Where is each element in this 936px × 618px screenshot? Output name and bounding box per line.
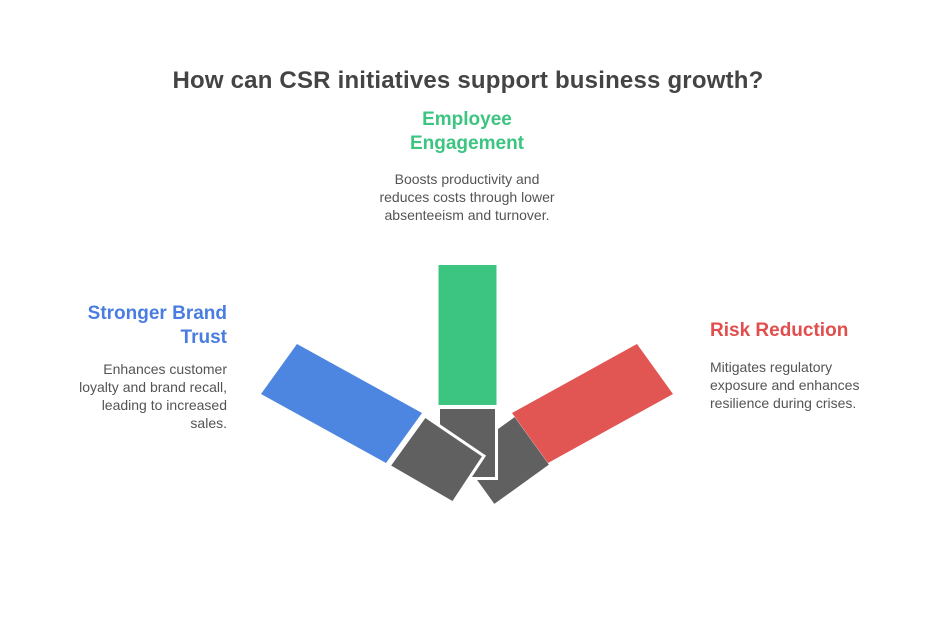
risk-reduction-heading: Risk Reduction <box>710 320 849 341</box>
risk-reduction-description: Mitigates regulatory exposure and enhanc… <box>710 359 860 411</box>
brand-trust-bar-shape <box>261 344 422 463</box>
section-risk-reduction: Risk Reduction Mitigates regulatory expo… <box>710 319 930 412</box>
employee-engagement-description: Boosts productivity and reduces costs th… <box>379 171 555 223</box>
page-title: How can CSR initiatives support business… <box>172 67 764 95</box>
employee-engagement-heading: Employee Engagement <box>409 109 525 154</box>
employee-engagement-bar-gray-segment <box>437 406 498 480</box>
section-stronger-brand-trust: Stronger Brand Trust Enhances customer l… <box>27 302 227 432</box>
brand-trust-bar-gray-segment <box>386 413 487 506</box>
employee-engagement-bar-shape <box>438 265 497 405</box>
risk-reduction-bar-gray-segment <box>455 412 554 509</box>
stronger-brand-trust-description: Enhances customer loyalty and brand reca… <box>79 361 227 431</box>
risk-reduction-bar-shape <box>512 344 673 463</box>
section-employee-engagement: Employee Engagement Boosts productivity … <box>337 108 597 224</box>
stronger-brand-trust-heading: Stronger Brand Trust <box>87 303 227 348</box>
